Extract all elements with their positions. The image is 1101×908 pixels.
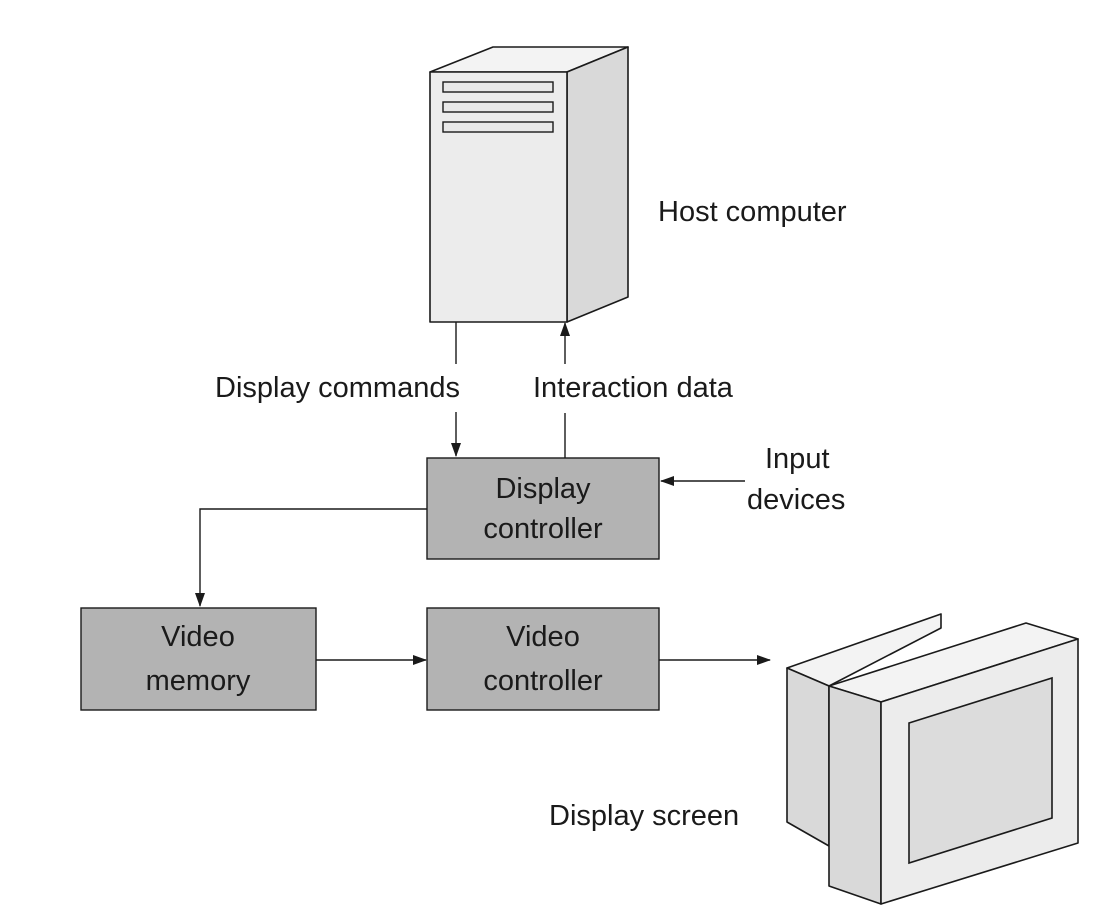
input-devices-label-line2: devices xyxy=(747,484,845,516)
video-memory-box: Video memory xyxy=(80,607,317,711)
monitor-left-face xyxy=(828,685,882,905)
interaction-data-label: Interaction data xyxy=(533,372,734,404)
tower-front-face xyxy=(429,71,568,323)
video-memory-label-line2: memory xyxy=(146,665,251,697)
video-controller-label-line2: controller xyxy=(483,665,603,697)
display-screen-label: Display screen xyxy=(549,800,739,832)
host-computer-label: Host computer xyxy=(658,196,847,228)
display-controller-box: Display controller xyxy=(426,457,660,560)
monitor-rear-side xyxy=(786,667,830,847)
host-computer-icon xyxy=(429,46,629,323)
tower-side-face xyxy=(566,46,629,323)
monitor-screen xyxy=(908,676,1053,865)
display-controller-label-line2: controller xyxy=(483,513,603,545)
display-controller-rect xyxy=(426,457,660,560)
controller-to-memory-arrow xyxy=(195,508,427,607)
input-devices-label-line1: Input xyxy=(765,443,830,475)
video-controller-rect xyxy=(426,607,660,711)
display-screen-icon xyxy=(786,613,1079,905)
video-controller-box: Video controller xyxy=(426,607,660,711)
display-controller-label-line1: Display xyxy=(495,473,591,505)
drive-bay-2 xyxy=(442,101,554,113)
video-controller-label-line1: Video xyxy=(506,621,580,653)
display-commands-label: Display commands xyxy=(215,372,460,404)
video-memory-rect xyxy=(80,607,317,711)
drive-bay-3 xyxy=(442,121,554,133)
drive-bay-1 xyxy=(442,81,554,93)
video-memory-label-line1: Video xyxy=(161,621,235,653)
